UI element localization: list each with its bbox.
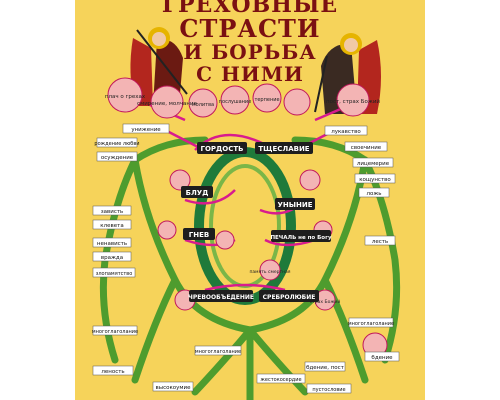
left-label-0: унижение (131, 127, 161, 133)
left-label-5: ненависть (97, 241, 127, 247)
title-line-4: С НИМИ (196, 62, 304, 86)
passion-fornication: БЛУД (186, 189, 209, 197)
passion-pride: ГОРДОСТЬ (201, 145, 244, 153)
bottom-label-0: высокоумие (155, 385, 191, 391)
bubble-label-patience: терпение (254, 97, 279, 103)
bottom-label-1: многоглаголание (195, 349, 241, 355)
right-label-0: лукавство (331, 129, 361, 135)
passion-avarice: СРЕБРОЛЮБИЕ (263, 294, 316, 301)
arrows (149, 103, 351, 292)
left-label-8: многоглаголание (92, 329, 138, 335)
right-labels: лукавство своечиние лицемерие кощунство … (331, 129, 394, 361)
bubble-cluster (107, 77, 388, 358)
right-label-1: своечиние (351, 145, 382, 151)
passion-vainglory: ТЩЕСЛАВИЕ (258, 145, 309, 153)
bottom-label-4: пустословие (312, 387, 345, 393)
left-label-3: зависть (101, 209, 124, 215)
title-line-3: И БОРЬБА (183, 40, 317, 64)
bubble-label-obedience: послушание (219, 99, 251, 105)
bubble-label-death-memory: память смертная (249, 270, 290, 275)
passion-despondency: УНЫНИЕ (277, 201, 312, 209)
right-label-4: ложь (366, 191, 381, 197)
left-label-4: клевета (100, 223, 123, 229)
poster: ГРЕХОВНЫЕ СТРАСТИ И БОРЬБА С НИМИ (75, 0, 425, 400)
bubble-label-fear-of-god: страх Божий (310, 298, 341, 305)
left-labels: унижение рождение любви осуждение завист… (92, 127, 161, 375)
left-label-1: рождение любви (94, 141, 139, 147)
bottom-label-boxes (152, 345, 352, 394)
bubble-label-humility: смирение, молчание (137, 101, 197, 107)
passion-anger: ГНЕВ (189, 231, 209, 239)
bubble-label-weeping: плач о грехах (105, 94, 146, 100)
passion-gluttony: ЧРЕВООБЪЕДЕНИЕ (188, 294, 254, 301)
bubble-label-fasting: пост, страх Божий (326, 98, 380, 105)
bottom-label-2: бдение, пост (306, 365, 345, 371)
right-label-boxes (324, 125, 400, 362)
right-label-7: бдение (371, 355, 393, 361)
left-label-7: злопамятство (96, 271, 133, 277)
bottom-label-3: жестокосердие (260, 377, 301, 383)
bubble-label-prayer: молитва (192, 102, 214, 108)
title-line-2: СТРАСТИ (179, 14, 321, 43)
bottom-labels: высокоумие многоглаголание бдение, пост … (155, 349, 345, 393)
right-label-2: лицемерие (357, 161, 390, 167)
left-label-9: леность (101, 369, 124, 375)
title-line-1: ГРЕХОВНЫЕ (161, 0, 339, 18)
right-label-3: кощунство (359, 177, 391, 183)
left-label-boxes (92, 123, 170, 376)
right-label-5: лесть (372, 239, 388, 245)
passions-diagram: плач о грехах смирение, молчание пост, с… (92, 77, 401, 400)
left-label-6: вражда (101, 255, 123, 261)
right-label-6: многоглаголание (348, 321, 394, 327)
passion-sorrow: ПЕЧАЛЬ не по Богу (270, 235, 332, 241)
left-label-2: осуждение (101, 155, 134, 161)
passion-boxes: ГОРДОСТЬ ТЩЕСЛАВИЕ БЛУД УНЫНИЕ ГНЕВ ПЕЧА… (181, 142, 332, 302)
